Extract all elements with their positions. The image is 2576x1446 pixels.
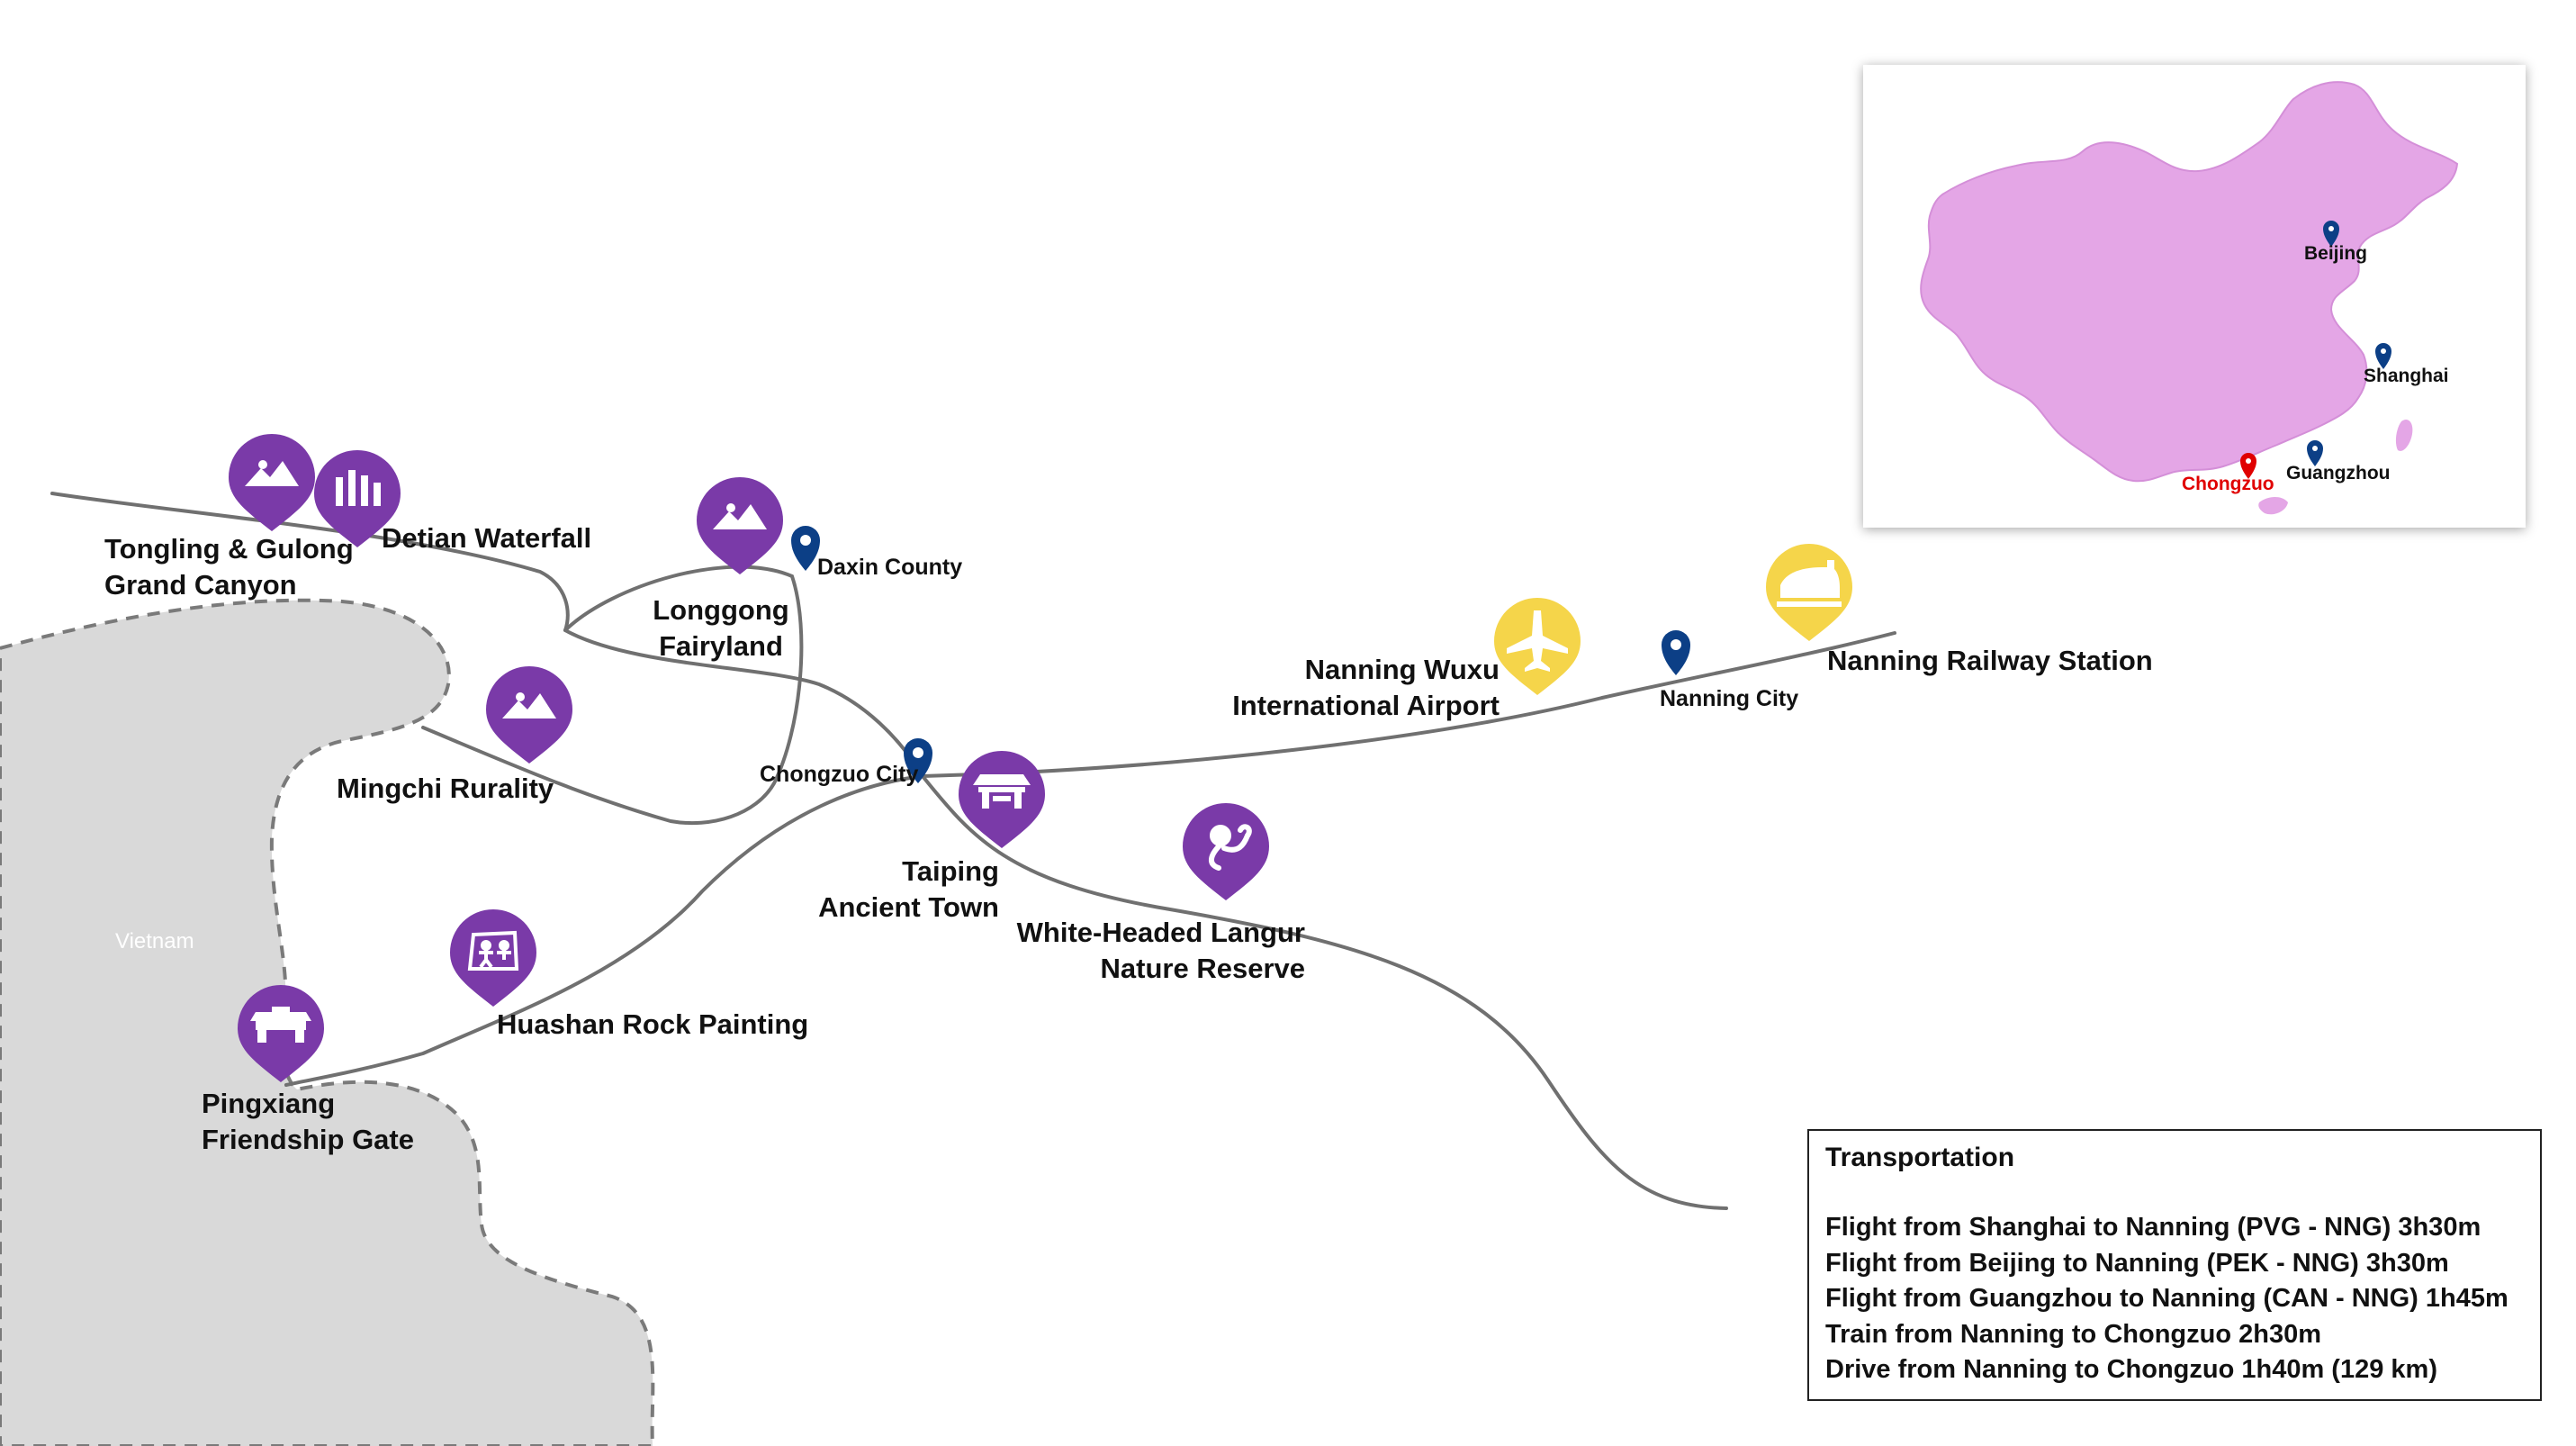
label-tongling-line1: Tongling & Gulong: [104, 533, 354, 565]
attraction-pin-pingxiang[interactable]: [238, 985, 324, 1082]
taiwan-region: [2395, 419, 2413, 451]
china-region: [1920, 81, 2459, 483]
label-longgong-line1: Longgong: [653, 594, 789, 626]
label-detian: Detian Waterfall: [382, 520, 591, 556]
monkey-icon: [1209, 824, 1252, 871]
rock-painting-icon: [467, 930, 519, 971]
inset-label-shanghai: Shanghai: [2364, 366, 2449, 386]
transport-pin-railway[interactable]: [1766, 544, 1852, 641]
mountain-icon: [713, 503, 767, 529]
attraction-pin-taiping[interactable]: [959, 751, 1045, 848]
transportation-box: Transportation Flight from Shanghai to N…: [1807, 1129, 2542, 1401]
label-taiping: Taiping Ancient Town: [792, 854, 999, 926]
route-northwest: [50, 492, 570, 632]
inset-marker-beijing[interactable]: [2323, 221, 2339, 247]
label-tongling: Tongling & Gulong Grand Canyon: [104, 531, 354, 603]
label-taiping-line1: Taiping: [902, 855, 999, 887]
label-langur-line1: White-Headed Langur: [1016, 917, 1305, 948]
city-marker-chongzuo[interactable]: [904, 738, 932, 783]
label-nanning-city: Nanning City: [1660, 686, 1799, 711]
transport-pin-airport[interactable]: [1494, 598, 1581, 695]
label-pingxiang-line1: Pingxiang: [202, 1088, 336, 1119]
route-chongzuo-southeast: [921, 774, 1728, 1210]
transportation-line: Train from Nanning to Chongzuo 2h30m: [1825, 1319, 2321, 1349]
route-chongzuo-nanning: [921, 631, 1896, 778]
label-longgong: Longgong Fairyland: [635, 592, 806, 664]
train-icon: [1777, 560, 1842, 607]
label-railway-line1: Nanning Railway Station: [1827, 645, 2153, 676]
country-label-vietnam: Vietnam: [115, 929, 194, 953]
label-railway: Nanning Railway Station: [1827, 643, 2153, 679]
attraction-pin-detian[interactable]: [314, 450, 401, 547]
label-huashan: Huashan Rock Painting: [497, 1007, 808, 1043]
label-longgong-line2: Fairyland: [659, 630, 783, 662]
label-chongzuo-city: Chongzuo City: [760, 762, 919, 787]
mountain-icon: [245, 460, 299, 486]
label-airport-line2: International Airport: [1232, 690, 1500, 721]
label-huashan-line1: Huashan Rock Painting: [497, 1008, 809, 1040]
mountain-icon: [502, 692, 556, 718]
attraction-pin-huashan[interactable]: [450, 909, 536, 1007]
transportation-line: Flight from Shanghai to Nanning (PVG - N…: [1825, 1213, 2481, 1242]
city-marker-nanning[interactable]: [1662, 630, 1690, 675]
label-pingxiang: Pingxiang Friendship Gate: [202, 1086, 414, 1158]
attraction-pin-longgong[interactable]: [697, 477, 783, 574]
label-tongling-line2: Grand Canyon: [104, 569, 297, 601]
route-huashan-pingxiang: [284, 774, 924, 1087]
waterfall-icon: [336, 470, 381, 506]
label-mingchi-line1: Mingchi Rurality: [337, 773, 554, 804]
city-marker-daxin[interactable]: [791, 526, 820, 571]
inset-marker-guangzhou[interactable]: [2307, 440, 2323, 466]
inset-label-guangzhou: Guangzhou: [2286, 463, 2391, 484]
label-airport: Nanning Wuxu International Airport: [1197, 652, 1500, 724]
airplane-icon: [1507, 610, 1568, 672]
label-mingchi: Mingchi Rurality: [337, 771, 554, 807]
route-daxin-chongzuo: [563, 628, 924, 778]
attraction-pin-mingchi[interactable]: [486, 666, 572, 764]
label-detian-line1: Detian Waterfall: [382, 522, 592, 554]
transportation-line: Drive from Nanning to Chongzuo 1h40m (12…: [1825, 1355, 2437, 1384]
attraction-pin-tongling[interactable]: [229, 434, 315, 531]
inset-marker-shanghai[interactable]: [2375, 343, 2391, 369]
label-daxin-county: Daxin County: [817, 555, 963, 580]
inset-china-map: Beijing Shanghai Guangzhou Chongzuo: [1863, 65, 2526, 528]
attraction-pin-langur[interactable]: [1183, 803, 1269, 900]
route-longgong-loop: [421, 565, 804, 826]
label-taiping-line2: Ancient Town: [818, 891, 999, 923]
transportation-title: Transportation: [1825, 1143, 2015, 1172]
inset-china-svg: [1920, 81, 2459, 515]
transportation-line: Flight from Beijing to Nanning (PEK - NN…: [1825, 1248, 2449, 1278]
inset-marker-chongzuo[interactable]: [2240, 453, 2256, 479]
transportation-spacer: [1825, 1176, 2524, 1210]
transportation-line: Flight from Guangzhou to Nanning (CAN - …: [1825, 1284, 2508, 1313]
hainan-region: [2258, 497, 2288, 515]
inset-label-beijing: Beijing: [2304, 243, 2368, 264]
pavilion-icon: [973, 774, 1031, 809]
gate-icon: [250, 1007, 311, 1043]
inset-label-chongzuo: Chongzuo: [2182, 474, 2274, 494]
label-airport-line1: Nanning Wuxu: [1304, 654, 1500, 685]
label-pingxiang-line2: Friendship Gate: [202, 1124, 414, 1155]
label-langur: White-Headed Langur Nature Reserve: [999, 915, 1305, 987]
label-langur-line2: Nature Reserve: [1100, 953, 1305, 984]
